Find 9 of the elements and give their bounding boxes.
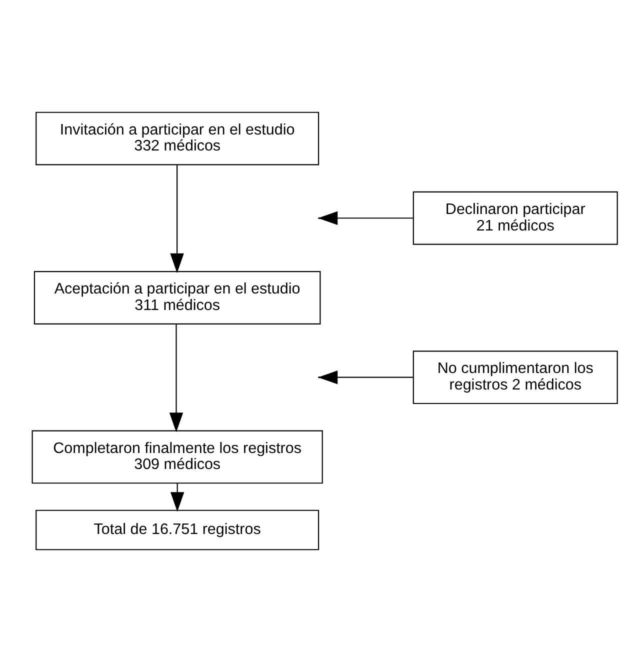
- arrow: [170, 483, 184, 512]
- node-box: Completaron finalmente los registros 309 médicos: [32, 430, 323, 484]
- node-box: Aceptación a participar en el estudio 311 médicos: [34, 271, 321, 324]
- node-box: Declinaron participar 21 médicos: [412, 191, 618, 245]
- node-box: No cumplimentaron los registros 2 médicos: [412, 350, 618, 404]
- node-box: Invitación a participar en el estudio 332 médicos: [36, 112, 320, 166]
- arrow: [169, 324, 184, 432]
- arrow: [170, 164, 184, 274]
- node-box: Total de 16.751 registros: [36, 510, 320, 550]
